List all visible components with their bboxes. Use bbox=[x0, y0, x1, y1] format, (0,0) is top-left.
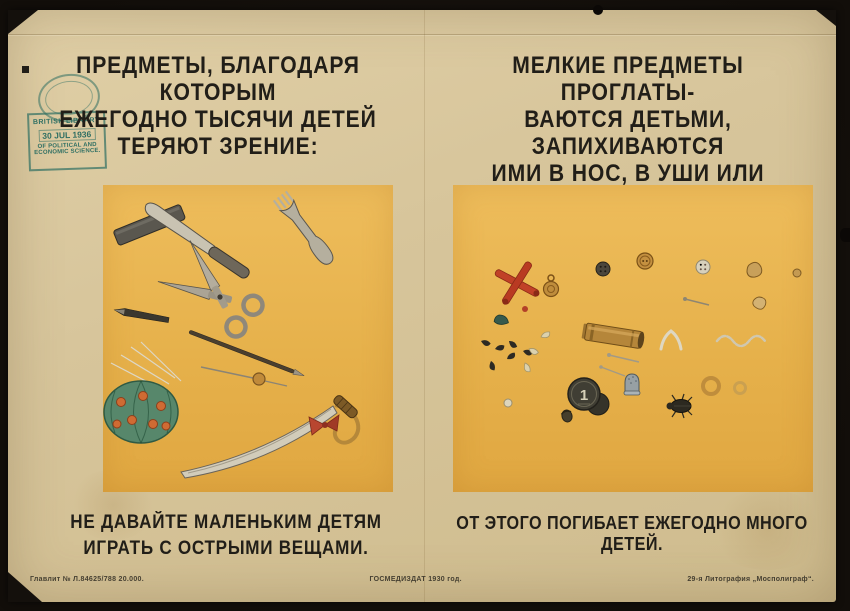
coin-icon: 1 bbox=[567, 377, 610, 416]
wishbone-icon bbox=[659, 329, 683, 351]
thimble-icon bbox=[623, 373, 641, 396]
sharp-objects-svg bbox=[103, 190, 361, 479]
pen-icon bbox=[113, 308, 170, 323]
poster: BRITISH LIBRARY 30 JUL 1936 OF POLITICAL… bbox=[8, 10, 836, 602]
red-bead-icon bbox=[522, 306, 528, 312]
right-caption: ОТ ЭТОГО ПОГИБАЕТ ЕЖЕГОДНО МНОГО ДЕТЕЙ. bbox=[456, 513, 808, 554]
heading-line: ВАЮТСЯ ДЕТЬМИ, ЗАПИХИВАЮТСЯ bbox=[524, 106, 732, 160]
dark-button-icon bbox=[595, 261, 611, 277]
center-fold bbox=[424, 10, 425, 602]
fork-icon bbox=[272, 190, 334, 265]
small-button-icon bbox=[792, 268, 802, 278]
hatpin-icon bbox=[200, 366, 288, 387]
paper-crease bbox=[8, 34, 836, 35]
beetle-icon bbox=[666, 393, 693, 419]
ring-icon bbox=[701, 376, 721, 396]
pincushion-icon bbox=[103, 380, 179, 444]
left-heading: ПРЕДМЕТЫ, БЛАГОДАРЯ КОТОРЫМ ЕЖЕГОДНО ТЫС… bbox=[40, 52, 396, 160]
acorn-icon bbox=[560, 409, 573, 423]
corner-tear bbox=[816, 10, 836, 26]
bead-icon bbox=[503, 398, 513, 408]
shell-icon bbox=[746, 261, 763, 278]
chain-icon bbox=[715, 334, 767, 348]
punch-hole bbox=[593, 5, 603, 15]
melon-seeds-icon bbox=[523, 331, 551, 373]
pins-icon bbox=[599, 353, 640, 377]
small-objects-illustration: 1 bbox=[453, 185, 813, 492]
penholder-icon bbox=[188, 330, 305, 377]
printer: 29-я Литография „Мосполиграф“. bbox=[687, 576, 814, 583]
ring-icon bbox=[733, 381, 747, 395]
caption-line: ИГРАТЬ С ОСТРЫМИ ВЕЩАМИ. bbox=[83, 538, 369, 559]
publisher: ГОСМЕДИЗДАТ 1930 год. bbox=[369, 576, 462, 583]
corner-tear bbox=[8, 10, 38, 34]
heading-line: ЕЖЕГОДНО ТЫСЯЧИ ДЕТЕЙ bbox=[59, 106, 377, 133]
caption-line: НЕ ДАВАЙТЕ МАЛЕНЬКИМ ДЕТЯМ bbox=[70, 512, 382, 533]
heading-bullet bbox=[22, 66, 29, 73]
left-caption: НЕ ДАВАЙТЕ МАЛЕНЬКИМ ДЕТЯМ ИГРАТЬ С ОСТР… bbox=[46, 510, 406, 562]
ribbon-icon bbox=[308, 414, 340, 436]
scissors-pivot bbox=[217, 294, 223, 300]
coin-value: 1 bbox=[580, 387, 588, 404]
pearl-button-icon bbox=[695, 259, 711, 275]
pendant-icon bbox=[542, 274, 560, 298]
cartridge-case-icon bbox=[581, 322, 645, 349]
crossed-matches-icon bbox=[494, 261, 540, 305]
edge-notch bbox=[840, 228, 850, 242]
leaf-pod-icon bbox=[493, 314, 509, 325]
heading-line: ТЕРЯЮТ ЗРЕНИЕ: bbox=[117, 133, 319, 160]
small-objects-svg: 1 bbox=[481, 252, 802, 423]
table-knife-icon bbox=[144, 202, 250, 279]
shell-icon bbox=[752, 296, 767, 310]
sharp-objects-illustration bbox=[103, 185, 393, 492]
heading-line: МЕЛКИЕ ПРЕДМЕТЫ ПРОГЛАТЫ- bbox=[512, 52, 744, 106]
imprint-line: Главлит № Л.84625/788 20.000. ГОСМЕДИЗДА… bbox=[8, 576, 836, 583]
amber-button-icon bbox=[636, 252, 654, 270]
heading-line: ПРЕДМЕТЫ, БЛАГОДАРЯ КОТОРЫМ bbox=[76, 52, 360, 106]
saber-icon bbox=[180, 395, 361, 479]
nail-icon bbox=[683, 297, 710, 306]
scissors-icon bbox=[157, 240, 265, 339]
censor-number: Главлит № Л.84625/788 20.000. bbox=[30, 576, 144, 583]
